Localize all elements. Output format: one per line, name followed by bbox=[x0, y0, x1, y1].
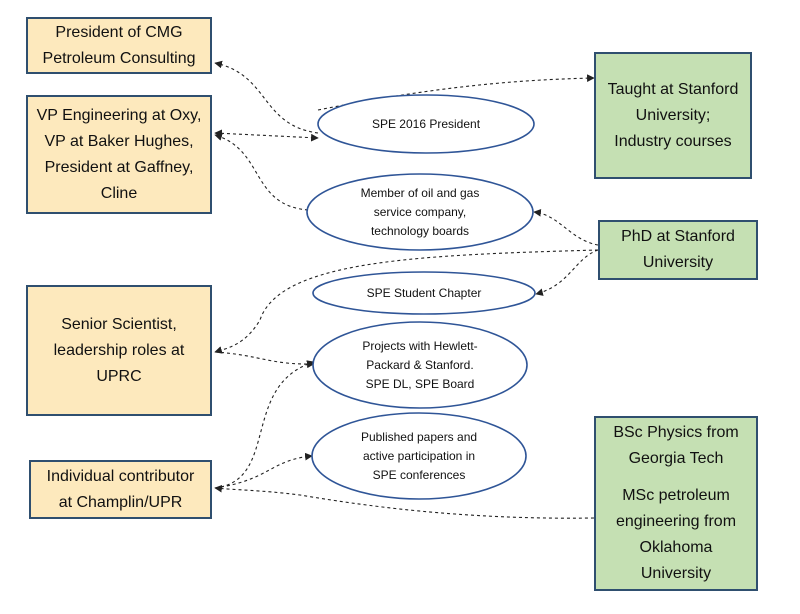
box-stanford-taught: Taught at Stanford University; Industry … bbox=[594, 52, 752, 179]
box-cmg-line-2: Petroleum Consulting bbox=[42, 49, 196, 67]
box-education-line-4: engineering from bbox=[615, 513, 737, 530]
box-stanford-taught-line-2: University; bbox=[635, 106, 711, 124]
box-education-line-5: Oklahoma bbox=[639, 539, 713, 556]
connector-champlin-papers bbox=[214, 452, 313, 489]
box-stanford-taught-line-1: Taught at Stanford bbox=[607, 80, 739, 98]
ellipse-papers-line-2: active participation in bbox=[362, 448, 476, 463]
connector-phd-uprc bbox=[214, 249, 599, 354]
ellipse-projects-line-3: SPE DL, SPE Board bbox=[365, 376, 475, 391]
box-oxy-line-3: President at Gaffney, bbox=[44, 158, 194, 176]
box-education: BSc Physics from Georgia Tech MSc petrol… bbox=[594, 416, 758, 591]
box-education-line-6: University bbox=[640, 565, 712, 582]
connector-vp-president bbox=[214, 129, 319, 142]
ellipse-president-line-1: SPE 2016 President bbox=[371, 116, 481, 131]
box-uprc-line-1: Senior Scientist, bbox=[61, 315, 177, 333]
connector-uprc-projects bbox=[214, 351, 315, 369]
box-uprc: Senior Scientist, leadership roles at UP… bbox=[26, 285, 212, 416]
ellipse-papers-line-1: Published papers and bbox=[360, 429, 478, 444]
box-stanford-taught-line-3: Industry courses bbox=[614, 132, 732, 150]
ellipse-papers-shape bbox=[311, 412, 527, 500]
ellipse-chapter-shape bbox=[312, 271, 536, 315]
ellipse-president-shape bbox=[317, 94, 535, 154]
box-education-line-3: MSc petroleum bbox=[622, 487, 730, 504]
box-oxy: VP Engineering at Oxy, VP at Baker Hughe… bbox=[26, 95, 212, 214]
ellipse-papers: Published papers and active participatio… bbox=[312, 413, 526, 499]
ellipse-boards: Member of oil and gas service company, t… bbox=[307, 174, 533, 250]
box-oxy-line-4: Cline bbox=[100, 184, 138, 202]
ellipse-boards-line-1: Member of oil and gas bbox=[360, 185, 480, 200]
ellipse-boards-line-3: technology boards bbox=[370, 223, 470, 238]
ellipse-papers-line-3: SPE conferences bbox=[372, 467, 466, 482]
connector-boards-vp bbox=[214, 133, 309, 211]
ellipse-boards-shape bbox=[306, 173, 534, 251]
box-oxy-line-2: VP at Baker Hughes, bbox=[44, 132, 194, 150]
box-champlin-line-2: at Champlin/UPR bbox=[58, 493, 183, 511]
ellipse-boards-line-2: service company, bbox=[373, 204, 467, 219]
box-cmg-line-1: President of CMG bbox=[55, 23, 183, 41]
ellipse-chapter-line-1: SPE Student Chapter bbox=[366, 285, 482, 300]
connector-phd-chapter bbox=[535, 249, 599, 296]
box-education-line-2: Georgia Tech bbox=[628, 450, 724, 467]
ellipse-projects-shape bbox=[312, 321, 528, 409]
box-education-line-1: BSc Physics from bbox=[613, 424, 739, 441]
box-oxy-line-1: VP Engineering at Oxy, bbox=[36, 106, 202, 124]
box-champlin: Individual contributor at Champlin/UPR bbox=[29, 460, 212, 519]
connector-phd-boards bbox=[533, 208, 599, 246]
box-phd: PhD at Stanford University bbox=[598, 220, 758, 280]
box-uprc-line-2: leadership roles at bbox=[53, 341, 185, 359]
connector-champlin-projects bbox=[214, 360, 315, 489]
box-champlin-line-1: Individual contributor bbox=[46, 467, 195, 485]
connector-education-champlin bbox=[214, 484, 595, 519]
ellipse-projects-line-2: Packard & Stanford. bbox=[366, 357, 474, 372]
ellipse-projects: Projects with Hewlett- Packard & Stanfor… bbox=[313, 322, 527, 408]
box-cmg: President of CMG Petroleum Consulting bbox=[26, 17, 212, 74]
connector-president-cmg bbox=[214, 60, 319, 134]
ellipse-chapter: SPE Student Chapter bbox=[313, 272, 535, 314]
ellipse-projects-line-1: Projects with Hewlett- bbox=[362, 338, 478, 353]
box-phd-line-1: PhD at Stanford bbox=[621, 228, 735, 245]
box-phd-line-2: University bbox=[642, 254, 714, 271]
box-uprc-line-3: UPRC bbox=[96, 367, 142, 385]
ellipse-president: SPE 2016 President bbox=[318, 95, 534, 153]
